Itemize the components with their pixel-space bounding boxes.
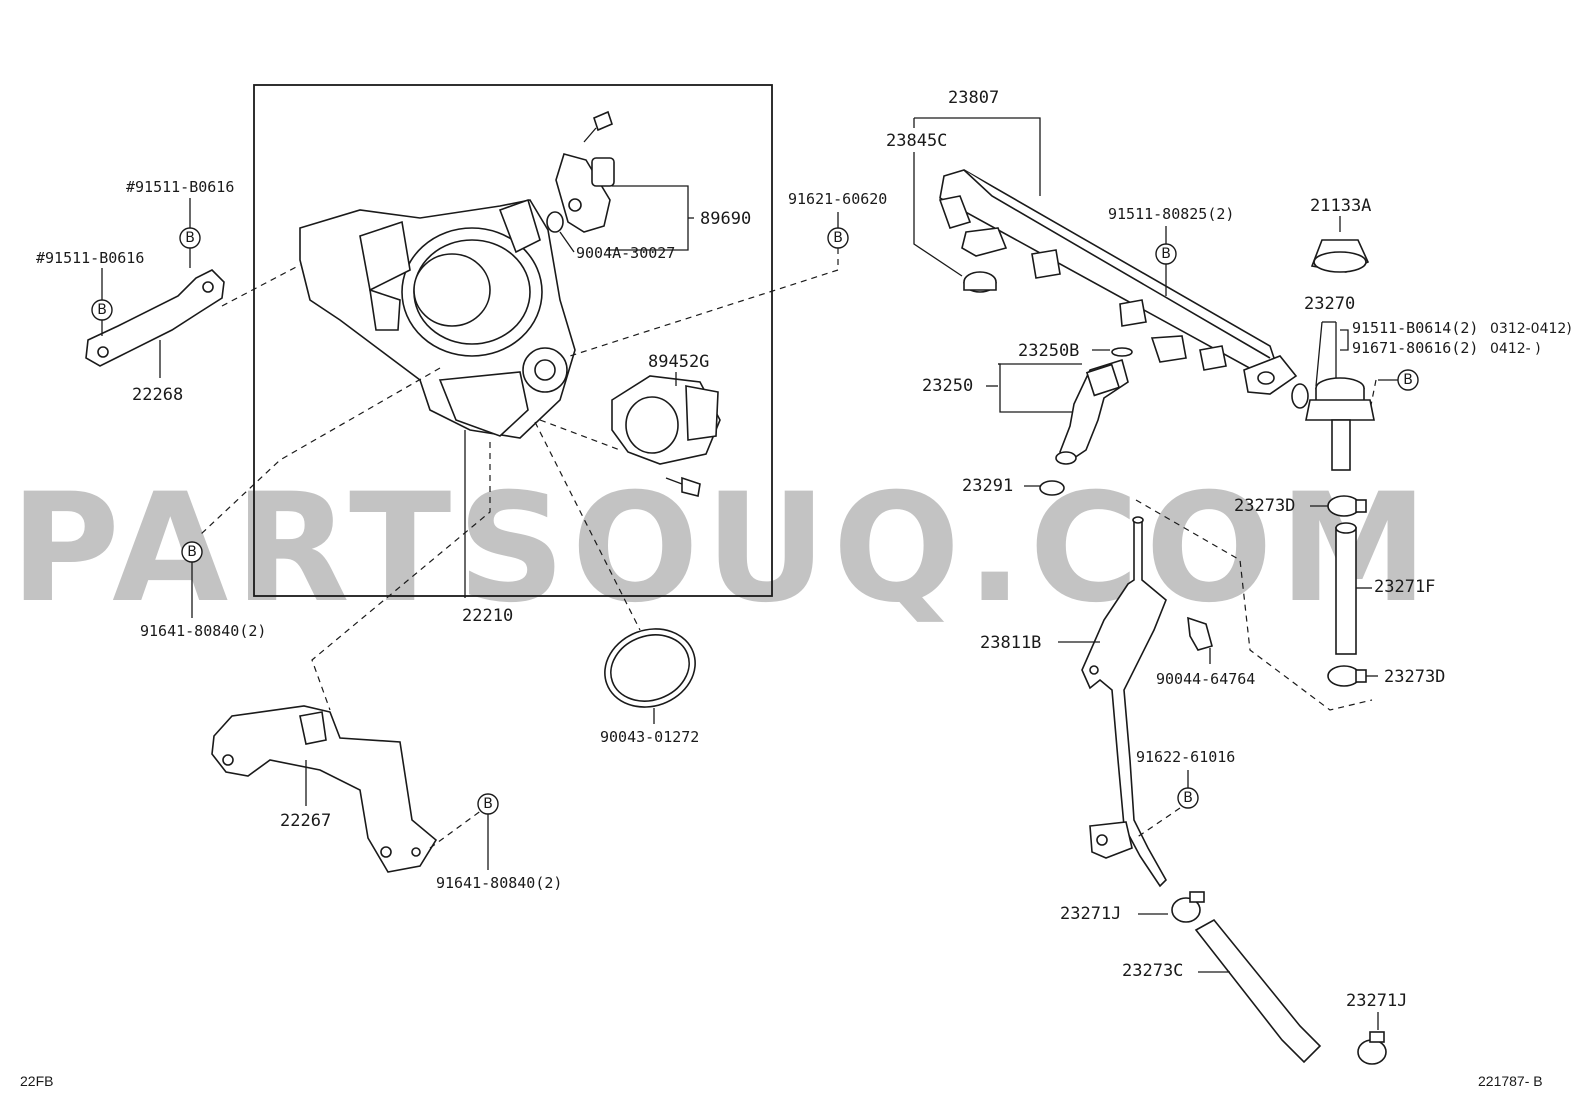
clip-90044-64764[interactable] xyxy=(1187,616,1213,651)
label-23273d-b: 23273D xyxy=(1384,667,1445,687)
bolt-marker-b-1: B xyxy=(179,227,201,249)
bracket-22268[interactable] xyxy=(85,269,225,367)
label-90043-01272: 90043-01272 xyxy=(600,728,699,746)
hose-23273c[interactable] xyxy=(1194,918,1322,1064)
insulator-23845c[interactable] xyxy=(963,271,997,293)
clamp-23271j-upper[interactable] xyxy=(1171,891,1205,923)
bolt-marker-b-8: B xyxy=(1177,787,1199,809)
label-90044-64764: 90044-64764 xyxy=(1156,670,1255,688)
fuel-rail-23807[interactable] xyxy=(938,169,1298,395)
watermark: PARTSOUQ.COM xyxy=(10,462,1434,636)
svg-text:B: B xyxy=(185,230,195,246)
dashed-22268 xyxy=(221,264,301,307)
fuel-pipe-23811b[interactable] xyxy=(1081,516,1167,888)
label-23811b: 23811B xyxy=(980,633,1041,653)
label-23291: 23291 xyxy=(962,476,1013,496)
label-23250: 23250 xyxy=(922,376,973,396)
clamp-23271j-lower[interactable] xyxy=(1357,1031,1387,1065)
label-22210: 22210 xyxy=(462,606,513,626)
bolt-marker-b-4: B xyxy=(181,541,203,563)
pressure-regulator-23270[interactable] xyxy=(1291,377,1375,471)
label-89690: 89690 xyxy=(700,209,751,229)
footer-right-code: 221787- B xyxy=(1478,1073,1543,1089)
label-91671-80616: 91671-80616(2) xyxy=(1352,339,1478,357)
label-23270: 23270 xyxy=(1304,294,1355,314)
clamp-23273d-top[interactable] xyxy=(1327,495,1367,517)
throttle-body-22210[interactable] xyxy=(299,198,576,439)
svg-text:B: B xyxy=(1403,372,1413,388)
label-91511-b0614: 91511-B0614(2) xyxy=(1352,319,1478,337)
screw-89452g[interactable] xyxy=(665,476,701,497)
label-23250b: 23250B xyxy=(1018,341,1079,361)
gasket-90043-01272[interactable] xyxy=(594,617,706,720)
label-91511-80825: 91511-80825(2) xyxy=(1108,205,1234,223)
bolt-marker-b-6: B xyxy=(1155,243,1177,265)
label-23271j-b: 23271J xyxy=(1346,991,1407,1011)
cap-21133a[interactable] xyxy=(1310,239,1370,273)
bracket-22267[interactable] xyxy=(211,705,438,873)
footer-left-code: 22FB xyxy=(20,1073,53,1089)
label-22268: 22268 xyxy=(132,385,183,405)
label-23807: 23807 xyxy=(948,88,999,108)
label-23271j-a: 23271J xyxy=(1060,904,1121,924)
label-23273d-a: 23273D xyxy=(1234,496,1295,516)
svg-text:B: B xyxy=(1161,246,1171,262)
label-21133a: 21133A xyxy=(1310,196,1371,216)
svg-text:B: B xyxy=(483,796,493,812)
bolt-marker-b-7: B xyxy=(1397,369,1419,391)
insulator-23291[interactable] xyxy=(1039,480,1065,496)
throttle-body-group-frame xyxy=(253,84,773,597)
label-91511-b0614-range: 0312-0412) xyxy=(1490,321,1572,337)
bolt-marker-b-3: B xyxy=(827,227,849,249)
label-91641-80840-a: 91641-80840(2) xyxy=(140,622,266,640)
label-9004a-30027: 9004A-30027 xyxy=(576,244,675,262)
idle-air-control-valve-89690[interactable] xyxy=(555,153,615,233)
label-91641-80840-b: 91641-80840(2) xyxy=(436,874,562,892)
label-91511-b0616-a: #91511-B0616 xyxy=(126,178,234,196)
bolt-marker-b-5: B xyxy=(477,793,499,815)
label-23271f: 23271F xyxy=(1374,577,1435,597)
screw-89690[interactable] xyxy=(583,110,613,143)
svg-text:B: B xyxy=(187,544,197,560)
svg-text:B: B xyxy=(1183,790,1193,806)
clamp-23273d-bottom[interactable] xyxy=(1327,665,1367,687)
o-ring-23250b[interactable] xyxy=(1111,347,1133,357)
bolt-marker-b-2: B xyxy=(91,299,113,321)
label-91622-61016: 91622-61016 xyxy=(1136,748,1235,766)
label-22267: 22267 xyxy=(280,811,331,831)
hose-23271f[interactable] xyxy=(1335,522,1357,655)
throttle-position-sensor-89452g[interactable] xyxy=(611,375,721,465)
label-89452g: 89452G xyxy=(648,352,709,372)
label-23845c: 23845C xyxy=(886,131,947,151)
label-91621-60620: 91621-60620 xyxy=(788,190,887,208)
label-91671-80616-range: 0412- ) xyxy=(1490,341,1541,357)
label-23273c: 23273C xyxy=(1122,961,1183,981)
label-91511-b0616-b: #91511-B0616 xyxy=(36,249,144,267)
fuel-injector-23250[interactable] xyxy=(1055,358,1129,465)
svg-text:B: B xyxy=(97,302,107,318)
gasket-9004a-30027[interactable] xyxy=(546,211,564,233)
svg-text:B: B xyxy=(833,230,843,246)
